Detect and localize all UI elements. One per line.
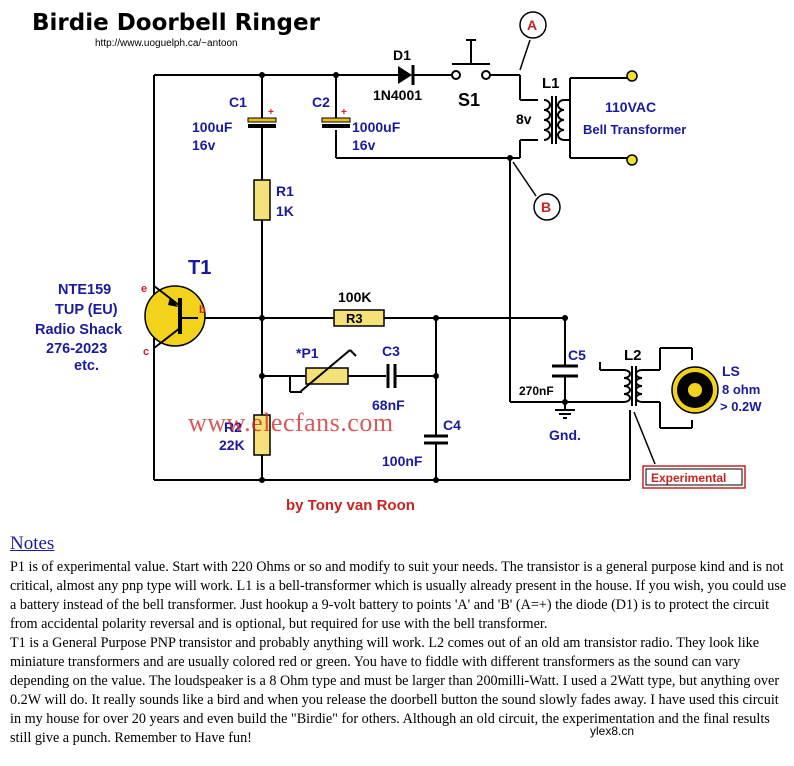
resistor-r2 xyxy=(253,414,271,456)
t1-pin-e: e xyxy=(141,283,147,295)
p1-label: *P1 xyxy=(296,345,319,361)
transformer-l1 xyxy=(543,96,570,144)
ls-label: LS xyxy=(722,363,740,379)
capacitor-c3 xyxy=(386,364,397,388)
c2-voltage: 16v xyxy=(352,137,376,153)
point-b-label: B xyxy=(541,199,551,215)
point-b-marker: B xyxy=(533,193,561,221)
capacitor-c4 xyxy=(424,434,448,445)
r3-value: 100K xyxy=(338,289,371,305)
t1-pin-c: c xyxy=(143,346,149,358)
c1-value: 100uF xyxy=(192,119,233,135)
capacitor-c2: + xyxy=(321,107,351,128)
loudspeaker-ls xyxy=(671,366,719,414)
t1-pin-b: b xyxy=(199,304,206,316)
l1-type: Bell Transformer xyxy=(583,122,686,137)
c5-label: C5 xyxy=(568,347,586,363)
ground-symbol xyxy=(555,402,575,419)
svg-text:+: + xyxy=(268,107,274,118)
watermark: www.elecfans.com xyxy=(188,408,394,437)
notes-section: Notes P1 is of experimental value. Start… xyxy=(10,532,788,748)
point-a-label: A xyxy=(527,17,537,33)
t1-part-4: 276-2023 xyxy=(46,341,107,357)
circuit-schematic: Birdie Doorbell Ringer http://www.uoguel… xyxy=(32,10,762,514)
capacitor-c5 xyxy=(552,364,578,378)
l1-secondary-voltage: 8v xyxy=(516,111,532,127)
c3-value: 68nF xyxy=(372,397,405,413)
t1-part-2: TUP (EU) xyxy=(55,302,118,318)
s1-label: S1 xyxy=(458,90,480,110)
r2-label: R2 xyxy=(224,419,242,435)
resistor-r3 xyxy=(333,309,385,327)
corner-watermark: ylex8.cn xyxy=(588,724,637,738)
c4-label: C4 xyxy=(443,417,461,433)
t1-part-3: Radio Shack xyxy=(35,322,123,338)
ac-terminal-top xyxy=(626,70,638,82)
c3-label: C3 xyxy=(382,343,400,359)
notes-paragraph-2: T1 is a General Purpose PNP transistor a… xyxy=(10,635,780,746)
c1-label: C1 xyxy=(229,94,247,110)
notes-heading: Notes xyxy=(10,533,55,554)
experimental-label: Experimental xyxy=(651,471,726,485)
source-url: http://www.uoguelph.ca/~antoon xyxy=(95,38,238,49)
r2-value: 22K xyxy=(219,437,245,453)
notes-paragraph-1: P1 is of experimental value. Start with … xyxy=(10,559,787,632)
resistor-r1 xyxy=(253,179,271,221)
ls-power: > 0.2W xyxy=(720,399,762,414)
diagram-title: Birdie Doorbell Ringer xyxy=(32,10,321,36)
l1-primary-voltage: 110VAC xyxy=(605,99,656,115)
junction-dots xyxy=(259,72,568,483)
c4-value: 100nF xyxy=(382,453,423,469)
ground-label: Gnd. xyxy=(549,427,581,443)
capacitor-c1: + xyxy=(247,107,277,128)
ac-terminal-bottom xyxy=(626,154,638,166)
r1-value: 1K xyxy=(276,203,294,219)
c1-voltage: 16v xyxy=(192,137,216,153)
ls-impedance: 8 ohm xyxy=(722,382,760,397)
author-credit: by Tony van Roon xyxy=(286,497,415,514)
r3-label: R3 xyxy=(346,311,363,326)
switch-s1 xyxy=(451,39,491,80)
t1-label: T1 xyxy=(188,257,211,279)
diode-d1 xyxy=(398,65,415,85)
d1-type: 1N4001 xyxy=(373,87,422,103)
potentiometer-p1 xyxy=(289,349,357,393)
transformer-l2 xyxy=(618,366,648,406)
svg-text:+: + xyxy=(341,107,347,118)
c2-value: 1000uF xyxy=(352,119,401,135)
c2-label: C2 xyxy=(312,94,330,110)
t1-part-5: etc. xyxy=(74,358,99,374)
l2-label: L2 xyxy=(624,347,642,364)
t1-part-1: NTE159 xyxy=(58,282,111,298)
r1-label: R1 xyxy=(276,183,294,199)
l1-label: L1 xyxy=(542,75,560,92)
point-a-marker: A xyxy=(519,11,547,39)
c5-value: 270nF xyxy=(519,384,554,398)
transistor-t1 xyxy=(144,285,206,349)
experimental-tag: Experimental xyxy=(642,465,746,489)
d1-label: D1 xyxy=(393,47,411,63)
